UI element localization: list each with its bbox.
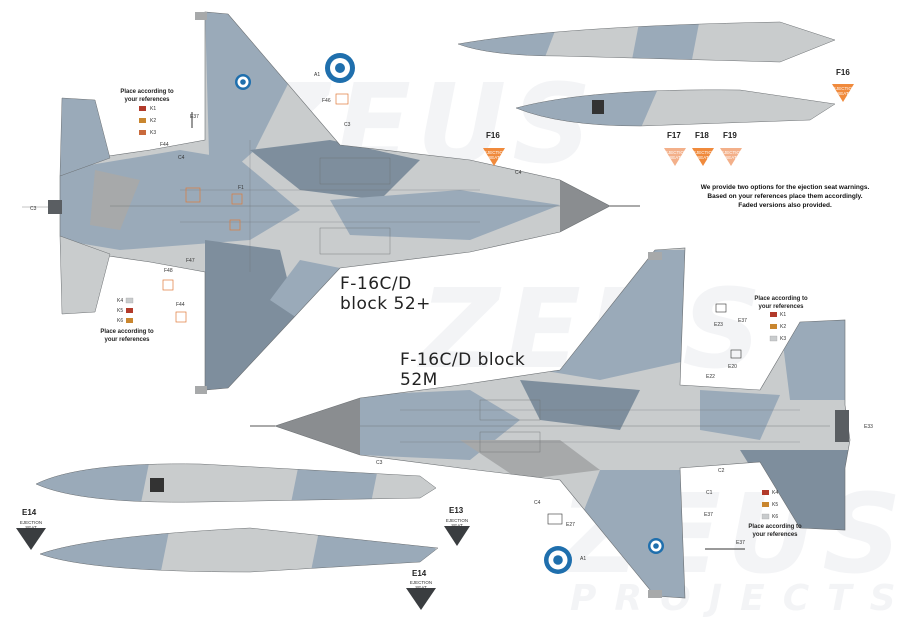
code-c4-bottom: C4 <box>534 500 541 506</box>
code-e27: E27 <box>566 522 575 528</box>
place-note-lower-left: Place according to your references <box>100 329 154 343</box>
code-f19: F19 <box>723 131 737 140</box>
code-k2-top: K2 <box>150 118 157 124</box>
code-e33: E33 <box>864 424 873 430</box>
code-e37-lower: E37 <box>704 512 713 518</box>
colour-key-right <box>769 312 778 342</box>
decal-f44-outline <box>175 311 187 323</box>
decal-e23-outline <box>715 303 727 313</box>
warning-f16-mid <box>483 148 505 166</box>
roundel-a1-top <box>325 53 355 83</box>
drop-tank-1 <box>457 21 836 63</box>
code-f47: F47 <box>186 258 195 264</box>
code-f17: F17 <box>667 131 681 140</box>
colour-key-lower-right <box>761 490 770 520</box>
code-k5-right: K5 <box>772 502 779 508</box>
code-a1-bottom: A1 <box>580 556 587 562</box>
code-e20: E20 <box>728 364 737 370</box>
code-e14-bottom: E14 <box>412 569 427 578</box>
warning-f17 <box>664 148 686 166</box>
code-e14-left: E14 <box>22 508 37 517</box>
code-k2-right: K2 <box>780 324 787 330</box>
code-e13: E13 <box>449 506 464 515</box>
code-c3-left: C3 <box>30 206 37 212</box>
code-c4-top: C4 <box>515 170 522 176</box>
warning-text-e13: EJECTION SEAT <box>445 518 469 528</box>
code-c3-top: C3 <box>344 122 351 128</box>
code-k1-top: K1 <box>150 106 157 112</box>
warning-text-f17: EJECTION SEAT <box>665 150 688 160</box>
code-f18: F18 <box>695 131 709 140</box>
drop-tank-4 <box>39 527 439 573</box>
ejection-seat-info-note: We provide two options for the ejection … <box>700 184 870 209</box>
roundel-wing-top <box>235 74 251 90</box>
code-a1-top: A1 <box>314 72 321 78</box>
warning-text-e14-bottom: EJECTION SEAT <box>409 580 433 590</box>
decal-f47-outline <box>162 279 174 291</box>
warning-text-f18: EJECTION SEAT <box>693 150 716 160</box>
code-k6-right: K6 <box>772 514 779 520</box>
code-c3-bottom: C3 <box>376 460 383 466</box>
warning-e14-bottom <box>406 588 436 610</box>
code-f16-top: F16 <box>836 68 850 77</box>
colour-key-lower-left <box>125 297 134 323</box>
code-f48: F48 <box>164 268 173 274</box>
code-e37-top: E37 <box>190 114 199 120</box>
code-k3-top: K3 <box>150 130 157 136</box>
code-f44-lower: F44 <box>176 302 185 308</box>
code-e22: E22 <box>706 374 715 380</box>
warning-text-f19: EJECTION SEAT <box>721 150 744 160</box>
code-f46: F46 <box>322 98 331 104</box>
place-note-lower-right: Place according to your references <box>748 524 802 538</box>
code-k1-right: K1 <box>780 312 787 318</box>
title-block-52-plus: F-16C/D block 52+ <box>340 274 431 314</box>
place-note-top-left: Place according to your references <box>120 89 174 103</box>
place-note-right: Place according to your references <box>754 296 808 310</box>
code-k4-right: K4 <box>772 490 779 496</box>
code-e23: E23 <box>714 322 723 328</box>
code-e37-bottom: E37 <box>736 540 745 546</box>
code-f1: F1 <box>238 185 244 191</box>
warning-f19 <box>720 148 742 166</box>
colour-key-top-left <box>139 106 146 135</box>
code-k6-left: K6 <box>117 318 124 324</box>
warning-f16-top <box>832 84 854 102</box>
warning-text-f16-top: EJECTION SEAT <box>833 86 856 96</box>
code-c4-left: C4 <box>178 155 185 161</box>
warning-text-f16-mid: EJECTION SEAT <box>484 150 507 160</box>
warning-e13 <box>444 526 470 546</box>
code-e37-right: E37 <box>738 318 747 324</box>
code-k3-right: K3 <box>780 336 787 342</box>
watermark-projects: PROJECTS <box>570 578 900 619</box>
code-c2: C2 <box>718 468 725 474</box>
roundel-wing-bottom <box>648 538 664 554</box>
code-k5-left: K5 <box>117 308 124 314</box>
decal-e20-outline <box>730 349 742 359</box>
code-k4-left: K4 <box>117 298 124 304</box>
code-f16-mid: F16 <box>486 131 500 140</box>
warning-text-e14-left: EJECTION SEAT <box>19 520 43 530</box>
code-c1: C1 <box>706 490 713 496</box>
title-block-52m: F-16C/D block 52M <box>400 350 526 390</box>
roundel-a1-bottom <box>544 546 572 574</box>
decal-f46-outline <box>335 93 349 105</box>
decal-e27-outline <box>547 513 563 525</box>
warning-e14-left <box>16 528 46 550</box>
warning-f18 <box>692 148 714 166</box>
code-f44-top: F44 <box>160 142 169 148</box>
drop-tank-2 <box>515 89 836 127</box>
